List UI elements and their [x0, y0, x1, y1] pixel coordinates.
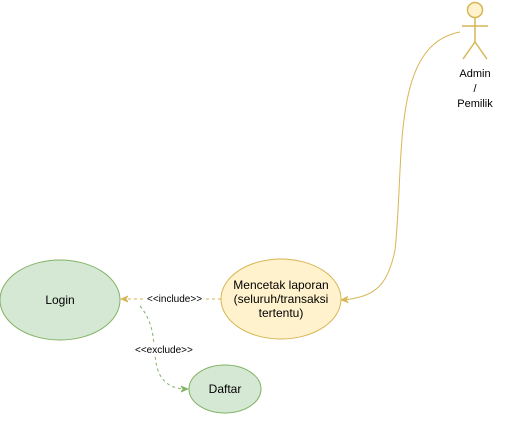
exclude-label: <<exclude>> [134, 345, 194, 357]
actor-name-line-1: Admin [459, 68, 491, 80]
include-label: <<include>> [146, 294, 204, 306]
actor-name-label: Admin / Pemilik [446, 67, 504, 112]
use-case-daftar[interactable] [188, 364, 262, 414]
login-label: Login [45, 293, 75, 307]
actor-name-line-3: Pemilik [457, 98, 493, 110]
mencetak-laporan-label: Mencetak laporan (seluruh/transaksi tert… [233, 278, 329, 320]
association-edge[interactable] [341, 31, 461, 300]
actor-name-line-2: / [473, 83, 477, 95]
daftar-label: Daftar [208, 382, 242, 396]
actor-figure-icon[interactable] [462, 1, 488, 60]
use-case-login[interactable] [0, 259, 121, 341]
use-case-mencetak-laporan[interactable] [220, 258, 342, 340]
exclude-edge[interactable] [139, 305, 188, 389]
